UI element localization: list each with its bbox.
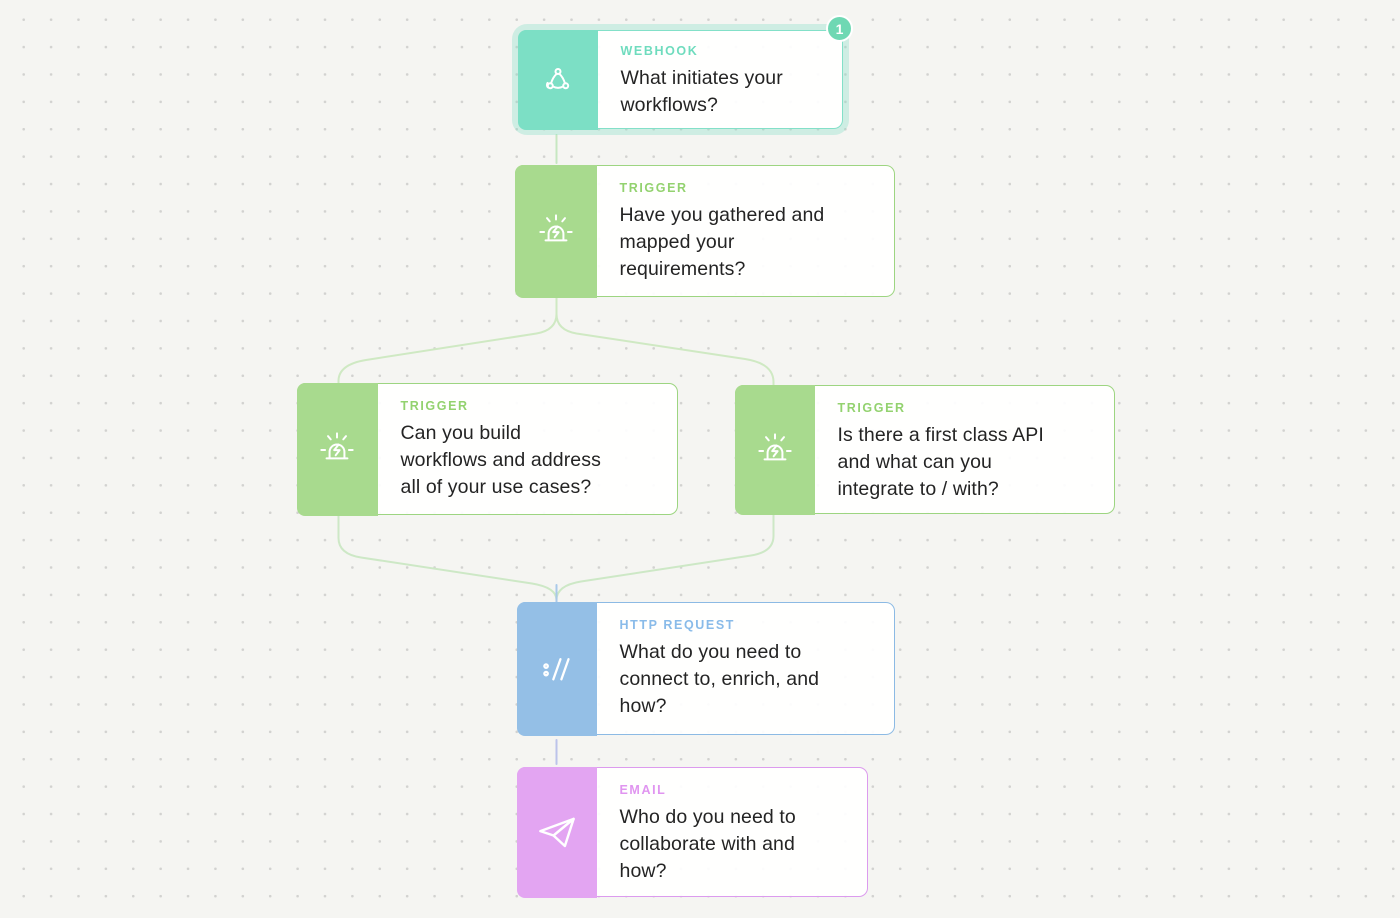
node-type-label: TRIGGER <box>400 399 469 413</box>
node-question: Have you gathered and mapped your requir… <box>619 204 825 280</box>
node-trigger-build-workflows[interactable]: TRIGGER Can you build workflows and addr… <box>296 382 678 516</box>
trigger-siren-icon <box>734 384 815 515</box>
node-webhook[interactable]: WEBHOOK What initiates your workflows? 1 <box>517 15 853 130</box>
node-question: Can you build workflows and address all … <box>400 422 601 498</box>
webhook-icon <box>517 29 598 130</box>
node-type-label: HTTP REQUEST <box>619 618 736 632</box>
node-type-label: EMAIL <box>619 783 667 797</box>
node-question: Is there a first class API and what can … <box>837 424 1044 500</box>
trigger-siren-icon <box>296 382 378 516</box>
http-request-icon <box>516 601 597 736</box>
connector-merge <box>337 512 775 603</box>
node-type-label: TRIGGER <box>619 181 688 195</box>
node-question: Who do you need to collaborate with and … <box>619 806 796 882</box>
trigger-siren-icon <box>514 164 597 298</box>
node-question: What do you need to connect to, enrich, … <box>619 641 820 717</box>
node-http-request[interactable]: HTTP REQUEST What do you need to connect… <box>516 601 895 736</box>
email-send-icon <box>516 766 597 898</box>
node-type-label: WEBHOOK <box>620 44 699 58</box>
node-count-badge: 1 <box>826 15 853 42</box>
node-trigger-first-class-api[interactable]: TRIGGER Is there a first class API and w… <box>734 384 1115 515</box>
node-question: What initiates your workflows? <box>620 67 783 116</box>
node-email[interactable]: EMAIL Who do you need to collaborate wit… <box>516 766 868 898</box>
node-trigger-requirements[interactable]: TRIGGER Have you gathered and mapped you… <box>514 164 895 298</box>
node-type-label: TRIGGER <box>837 401 906 415</box>
connector-split <box>337 296 775 386</box>
